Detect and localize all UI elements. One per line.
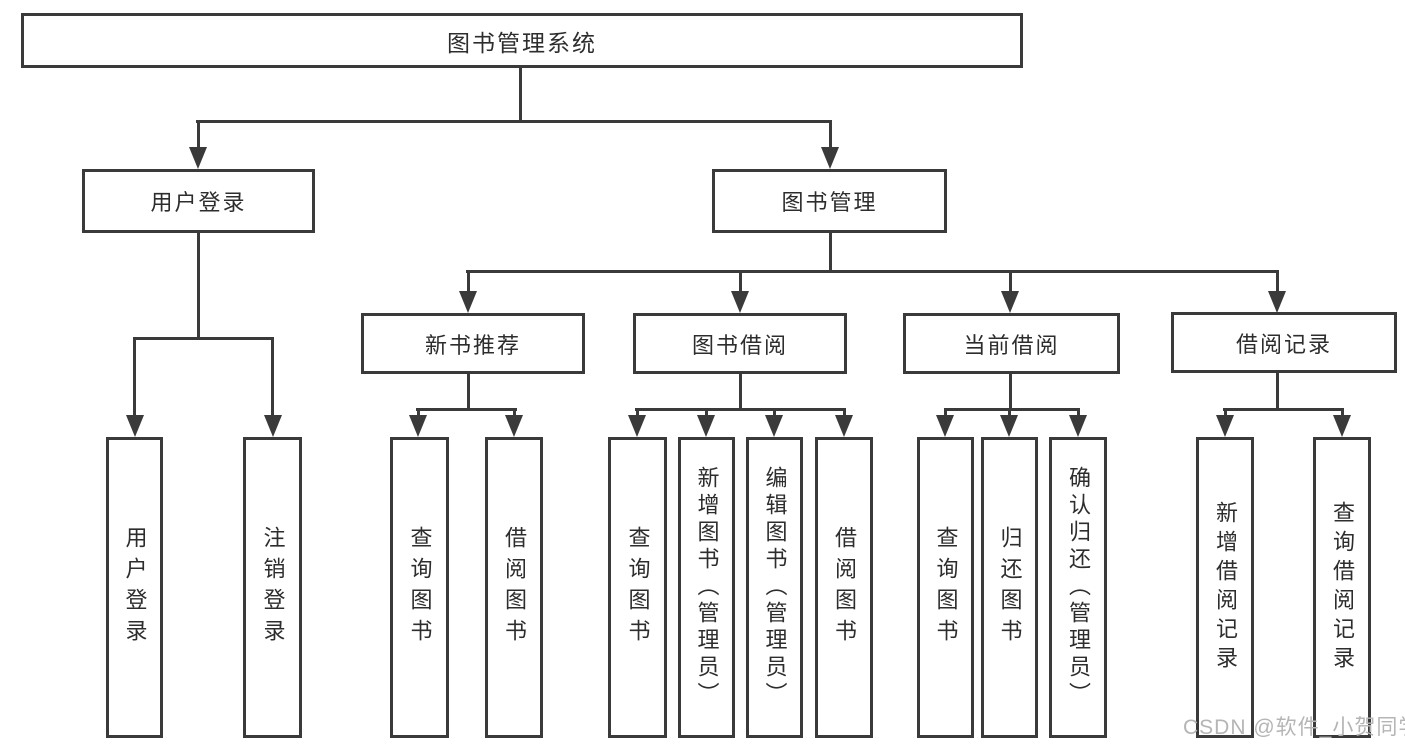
node-user-login: 用户登录 xyxy=(82,169,315,233)
connector-user-login-down xyxy=(197,233,200,340)
connector-user-login-rail xyxy=(133,337,274,340)
connector-bb-leaf4-stem xyxy=(843,408,846,418)
connector-bb-down xyxy=(739,374,742,411)
arrow-to-leaf-logout xyxy=(264,415,282,437)
leaf-logout: 注销登录 xyxy=(243,437,302,738)
connector-rec-rail xyxy=(416,408,517,411)
arrow-to-bb-query-book xyxy=(628,415,646,437)
connector-leaf-user-login-stem xyxy=(133,337,136,417)
node-book-borrowing: 图书借阅 xyxy=(633,313,847,374)
leaf-bb-add-book-admin: 新增图书（管理员） xyxy=(678,437,735,738)
leaf-cb-return-book: 归还图书 xyxy=(981,437,1038,738)
connector-bb-leaf3-stem xyxy=(773,408,776,418)
connector-rec-leaf2-stem xyxy=(513,408,516,418)
connector-cb-leaf3-stem xyxy=(1077,408,1080,418)
connector-borrowing-records-stem xyxy=(1276,270,1279,294)
arrow-to-borrowing-records xyxy=(1268,291,1286,313)
arrow-to-cb-query-book xyxy=(936,415,954,437)
leaf-br-add-record: 新增借阅记录 xyxy=(1196,437,1254,738)
connector-root-stem xyxy=(519,68,522,122)
arrow-to-rec-query-book xyxy=(409,415,427,437)
leaf-bb-query-book: 查询图书 xyxy=(608,437,667,738)
connector-book-borrowing-stem xyxy=(739,270,742,294)
leaf-bb-edit-book-admin: 编辑图书（管理员） xyxy=(746,437,803,738)
connector-cb-leaf1-stem xyxy=(944,408,947,418)
connector-user-login-stem xyxy=(197,120,200,150)
connector-cb-leaf2-stem xyxy=(1008,408,1011,418)
connector-cb-down xyxy=(1009,374,1012,411)
arrow-to-cb-return-book xyxy=(1000,415,1018,437)
leaf-cb-confirm-return-admin: 确认归还（管理员） xyxy=(1049,437,1107,738)
arrow-to-bb-borrow-book xyxy=(835,415,853,437)
connector-book-management-down xyxy=(829,233,832,273)
connector-br-down xyxy=(1276,373,1279,411)
arrow-to-bb-add-book xyxy=(697,415,715,437)
connector-rec-leaf1-stem xyxy=(417,408,420,418)
connector-br-rail xyxy=(1223,408,1344,411)
connector-br-leaf1-stem xyxy=(1224,408,1227,418)
connector-rec-down xyxy=(467,374,470,411)
connector-level2-rail xyxy=(196,120,832,123)
connector-new-book-stem xyxy=(467,270,470,294)
arrow-to-cb-confirm-return xyxy=(1069,415,1087,437)
connector-bb-leaf2-stem xyxy=(705,408,708,418)
connector-level3-rail xyxy=(466,270,1279,273)
node-current-borrowing: 当前借阅 xyxy=(903,313,1120,374)
arrow-to-book-management xyxy=(821,147,839,169)
arrow-to-current-borrowing xyxy=(1001,291,1019,313)
arrow-to-rec-borrow-book xyxy=(505,415,523,437)
connector-leaf-logout-stem xyxy=(271,337,274,417)
leaf-cb-query-book: 查询图书 xyxy=(917,437,974,738)
connector-br-leaf2-stem xyxy=(1341,408,1344,418)
arrow-to-br-add-record xyxy=(1216,415,1234,437)
node-library-management-system: 图书管理系统 xyxy=(21,13,1023,68)
leaf-bb-borrow-book: 借阅图书 xyxy=(815,437,873,738)
leaf-user-login: 用户登录 xyxy=(106,437,163,738)
leaf-rec-query-book: 查询图书 xyxy=(390,437,449,738)
leaf-br-query-record: 查询借阅记录 xyxy=(1313,437,1371,738)
arrow-to-leaf-user-login xyxy=(126,415,144,437)
arrow-to-new-book-recommend xyxy=(459,291,477,313)
watermark: CSDN @软件_小贺同学 xyxy=(1183,716,1405,739)
connector-book-management-stem xyxy=(829,120,832,150)
connector-bb-rail xyxy=(635,408,846,411)
arrow-to-bb-edit-book xyxy=(765,415,783,437)
connector-current-borrowing-stem xyxy=(1009,270,1012,294)
node-book-management: 图书管理 xyxy=(712,169,947,233)
connector-bb-leaf1-stem xyxy=(636,408,639,418)
connector-cb-rail xyxy=(944,408,1080,411)
node-borrowing-records: 借阅记录 xyxy=(1171,312,1397,373)
arrow-to-user-login xyxy=(189,147,207,169)
node-new-book-recommend: 新书推荐 xyxy=(361,313,585,374)
arrow-to-book-borrowing xyxy=(731,291,749,313)
arrow-to-br-query-record xyxy=(1333,415,1351,437)
leaf-rec-borrow-book: 借阅图书 xyxy=(485,437,543,738)
